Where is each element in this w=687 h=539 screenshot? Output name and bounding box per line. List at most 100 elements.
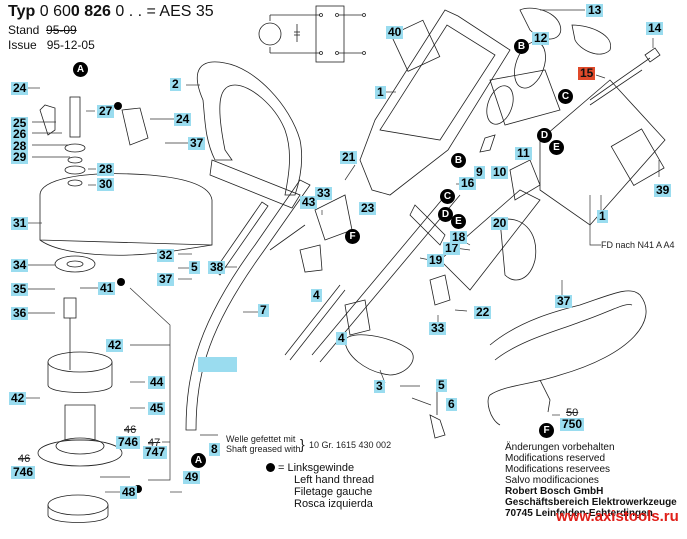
- part-label-40[interactable]: 40: [386, 25, 404, 39]
- ref-marker-a: A: [73, 62, 88, 77]
- drive-tube-drawing: [185, 179, 461, 431]
- stand-line: Stand 95-09: [8, 23, 77, 37]
- part-label-4[interactable]: 4: [336, 331, 347, 345]
- part-label-1[interactable]: 1: [597, 209, 608, 223]
- part-label-31[interactable]: 31: [11, 216, 29, 230]
- part-label-34[interactable]: 34: [11, 258, 29, 272]
- part-label-25[interactable]: 25: [11, 116, 29, 130]
- footer-line: Modifications reserved: [505, 453, 606, 464]
- legend-line: Left hand thread: [294, 474, 375, 486]
- loop-handle-drawing: [196, 61, 303, 209]
- superseded-part-50: 50: [566, 407, 579, 419]
- part-label-19[interactable]: 19: [427, 253, 445, 267]
- part-label-49[interactable]: 49: [183, 470, 201, 484]
- part-label-14[interactable]: 14: [646, 21, 664, 35]
- part-label-36[interactable]: 36: [11, 306, 29, 320]
- footer-line: Änderungen vorbehalten: [505, 442, 615, 453]
- part-label-42[interactable]: 42: [106, 338, 124, 352]
- ref-marker-f: F: [345, 229, 360, 244]
- superseded-part-47: 47: [148, 437, 161, 449]
- model-type-line: Typ 0 600 826 0 . . = AES 35: [8, 3, 214, 21]
- part-label-24[interactable]: 24: [11, 81, 29, 95]
- part-label-15-highlighted[interactable]: 15: [578, 66, 596, 80]
- website-link[interactable]: www.axistools.ru: [556, 508, 679, 525]
- part-label-750[interactable]: 750: [560, 417, 585, 431]
- part-label-20[interactable]: 20: [491, 216, 509, 230]
- part-label-37[interactable]: 37: [188, 136, 206, 150]
- part-label-37[interactable]: 37: [157, 272, 175, 286]
- legend-line: Linksgewinde: [287, 462, 355, 474]
- handle-clamp-drawing: [299, 159, 541, 439]
- part-label-7[interactable]: 7: [258, 303, 269, 317]
- motor-housing-drawing: [359, 9, 666, 291]
- part-label-23[interactable]: 23: [359, 201, 377, 215]
- part-label-48[interactable]: 48: [120, 485, 138, 499]
- part-label-33[interactable]: 33: [315, 186, 333, 200]
- issue-label: Issue: [8, 38, 37, 52]
- part-label-746[interactable]: 746: [11, 465, 36, 479]
- part-label-747[interactable]: 747: [143, 445, 168, 459]
- issue-line: Issue 95-12-05: [8, 38, 95, 52]
- part-label-38[interactable]: 38: [208, 260, 226, 274]
- part-label-28[interactable]: 28: [11, 139, 29, 153]
- grease-note-en: Shaft greased with: [226, 444, 301, 454]
- part-label-10[interactable]: 10: [491, 165, 509, 179]
- legend-line: Rosca izquierda: [294, 498, 373, 510]
- type-number-b: 0 826: [70, 3, 111, 20]
- part-label-30[interactable]: 30: [97, 177, 115, 191]
- legend-equals: =: [278, 462, 285, 474]
- footer-line: Salvo modificaciones: [505, 475, 599, 486]
- bullet-icon: [266, 463, 275, 472]
- part-label-29[interactable]: 29: [11, 150, 29, 164]
- part-label-43[interactable]: 43: [300, 195, 318, 209]
- part-label-2[interactable]: 2: [170, 77, 181, 91]
- part-label-33[interactable]: 33: [429, 321, 447, 335]
- part-label-18[interactable]: 18: [450, 230, 468, 244]
- ref-marker-b: B: [451, 153, 466, 168]
- blank-label-highlight: [198, 357, 237, 372]
- part-label-37[interactable]: 37: [555, 294, 573, 308]
- legend-line: Filetage gauche: [294, 486, 373, 498]
- part-label-28[interactable]: 28: [97, 162, 115, 176]
- part-label-6[interactable]: 6: [446, 397, 457, 411]
- part-label-45[interactable]: 45: [148, 401, 166, 415]
- part-label-9[interactable]: 9: [474, 165, 485, 179]
- part-label-41[interactable]: 41: [98, 281, 116, 295]
- company-division: Geschäftsbereich Elektrowerkzeuge: [505, 497, 677, 508]
- part-label-35[interactable]: 35: [11, 282, 29, 296]
- fd-note: FD nach N41 A A4: [601, 240, 675, 250]
- type-number-a: 0 60: [39, 3, 71, 20]
- part-label-8[interactable]: 8: [209, 442, 220, 456]
- part-label-12[interactable]: 12: [532, 31, 550, 45]
- part-label-32[interactable]: 32: [157, 248, 175, 262]
- footer-line: Modifications reservees: [505, 464, 611, 475]
- shoulder-strap-drawing: [487, 290, 647, 426]
- part-label-5[interactable]: 5: [189, 260, 200, 274]
- part-label-3[interactable]: 3: [374, 379, 385, 393]
- part-label-42[interactable]: 42: [9, 391, 27, 405]
- part-label-39[interactable]: 39: [654, 183, 672, 197]
- part-label-16[interactable]: 16: [459, 176, 477, 190]
- part-label-1[interactable]: 1: [375, 85, 386, 99]
- part-label-746[interactable]: 746: [116, 435, 141, 449]
- part-label-21[interactable]: 21: [340, 150, 358, 164]
- part-label-27[interactable]: 27: [97, 104, 115, 118]
- part-label-26[interactable]: 26: [11, 127, 29, 141]
- ref-marker-c: C: [440, 189, 455, 204]
- grease-spec: 10 Gr. 1615 430 002: [309, 440, 392, 450]
- part-label-17[interactable]: 17: [443, 241, 461, 255]
- type-prefix: Typ: [8, 3, 36, 20]
- left-thread-dot: [117, 278, 125, 286]
- ref-marker-c: C: [558, 89, 573, 104]
- part-label-13[interactable]: 13: [586, 3, 604, 17]
- part-label-22[interactable]: 22: [474, 305, 492, 319]
- stand-label: Stand: [8, 23, 40, 37]
- part-label-24[interactable]: 24: [174, 112, 192, 126]
- part-label-4[interactable]: 4: [311, 288, 322, 302]
- part-label-11[interactable]: 11: [515, 146, 532, 160]
- part-label-44[interactable]: 44: [148, 375, 166, 389]
- part-label-5[interactable]: 5: [436, 378, 447, 392]
- ref-marker-e: E: [549, 140, 564, 155]
